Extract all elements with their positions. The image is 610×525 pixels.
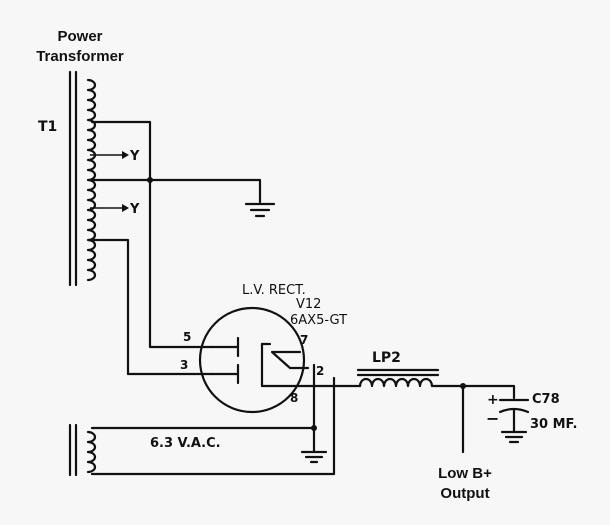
wire-choke-to-capacitor	[430, 384, 516, 400]
ground-symbol-center-tap	[244, 202, 276, 218]
choke-lp2	[356, 368, 440, 388]
pin-5-label: 5	[183, 330, 191, 344]
transformer-ref-label: T1	[38, 119, 57, 135]
tap-y1-label: Y	[129, 149, 140, 164]
heater-voltage-label: 6.3 V.A.C.	[150, 436, 221, 451]
tube-title-label: L.V. RECT.	[242, 283, 306, 298]
transformer-core	[68, 70, 78, 477]
pin-7-label: 7	[300, 333, 308, 347]
output-label-line1: Low B+	[438, 465, 492, 482]
tube-ref-label: V12	[296, 297, 321, 312]
capacitor-c78	[498, 398, 530, 444]
cap-minus-label: −	[486, 409, 499, 428]
output-label-line2: Output	[440, 485, 489, 502]
tube-type-label: 6AX5-GT	[290, 313, 347, 328]
tap-y2-label: Y	[129, 202, 140, 217]
transformer-title-line2: Transformer	[36, 48, 124, 65]
tap-y2-arrow	[90, 204, 129, 212]
secondary-winding	[86, 78, 97, 282]
cap-plus-label: +	[487, 392, 499, 408]
choke-ref-label: LP2	[372, 350, 401, 366]
junction-center-tap	[147, 177, 153, 183]
cap-ref-label: C78	[532, 392, 560, 407]
rectifier-tube	[198, 306, 324, 414]
pin-8-label: 8	[290, 391, 298, 405]
tap-y1-arrow	[90, 151, 129, 159]
wire-center-tap-to-ground	[90, 178, 262, 204]
pin-3-label: 3	[180, 358, 188, 372]
wire-heater-bottom	[90, 376, 336, 476]
heater-winding	[86, 430, 97, 474]
ground-symbol-heater	[300, 450, 328, 464]
wire-secondary-bottom-to-pin3	[90, 238, 214, 376]
cap-value-label: 30 MF.	[530, 417, 577, 432]
wire-secondary-top-to-pin5	[90, 120, 214, 349]
transformer-title-line1: Power	[57, 28, 102, 45]
pin-2-label: 2	[316, 364, 324, 378]
